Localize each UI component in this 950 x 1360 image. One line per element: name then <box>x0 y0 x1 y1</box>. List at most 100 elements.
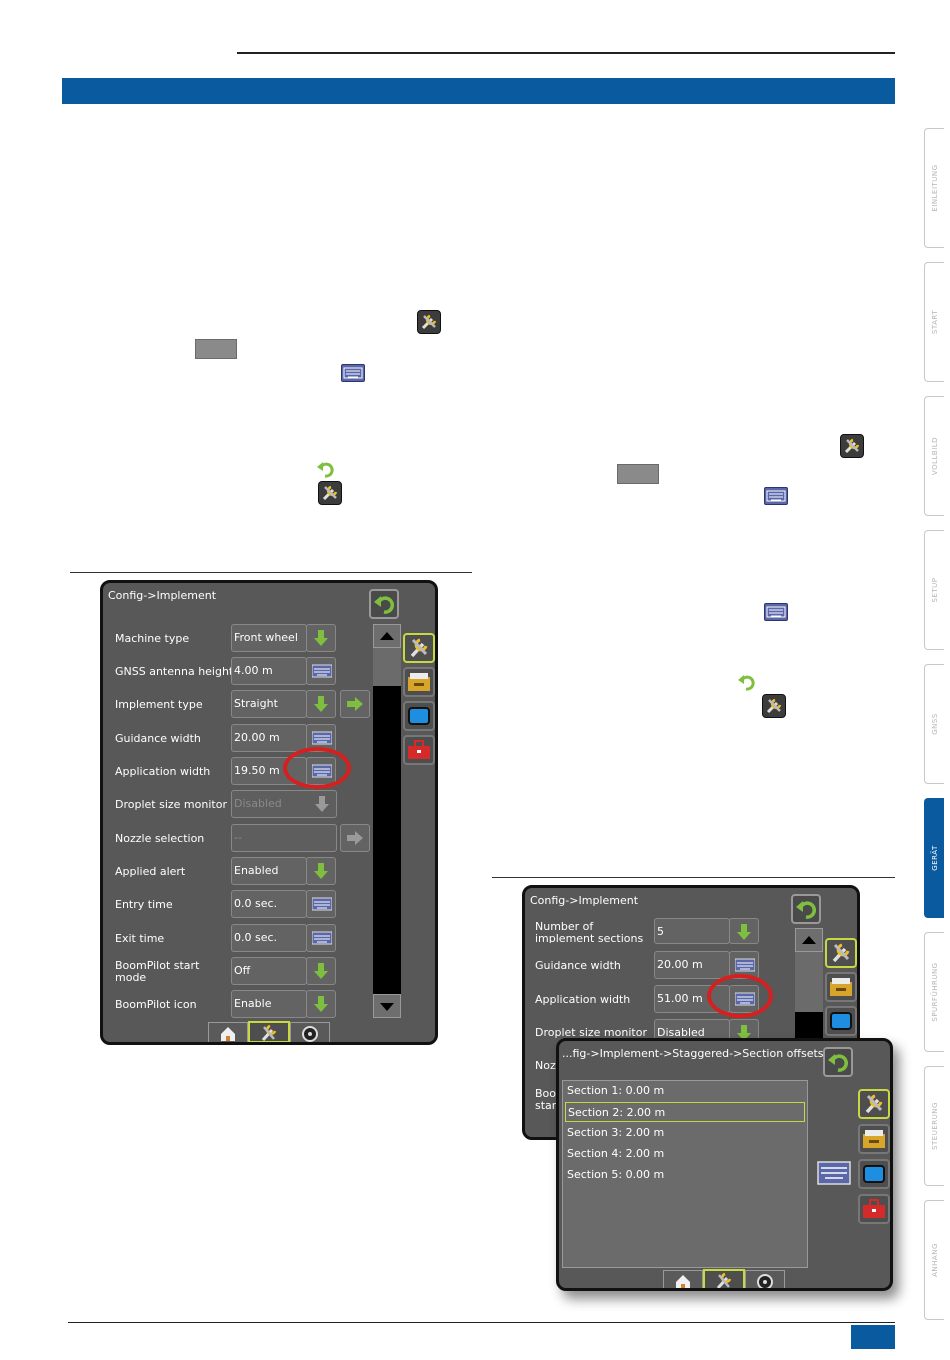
back-button[interactable] <box>823 1047 853 1077</box>
tools-icon <box>840 434 864 458</box>
row-label-gnss-antenna-height: GNSS antenna height <box>115 665 234 678</box>
tools-icon <box>410 638 428 658</box>
gnss-antenna-height-value[interactable]: 4.00 m <box>231 657 307 685</box>
arrow-down-icon <box>314 963 328 979</box>
highlight-circle <box>283 747 351 789</box>
display-tab[interactable] <box>403 701 435 731</box>
tools-tab[interactable] <box>825 938 857 968</box>
row-label-implement-type: Implement type <box>115 698 203 711</box>
implement-type-next-button[interactable] <box>340 690 370 718</box>
applied-alert-dropdown-button[interactable] <box>306 857 336 885</box>
home-tab[interactable] <box>208 1022 248 1042</box>
screen-title: ...fig->Implement->Staggered->Section of… <box>562 1047 824 1060</box>
number-of-sections-dropdown-button[interactable] <box>729 918 759 944</box>
side-tab-label: STEUERUNG <box>930 1102 939 1150</box>
list-item-selected[interactable]: Section 2: 2.00 m <box>565 1102 805 1122</box>
gauge-tab[interactable] <box>290 1022 330 1042</box>
tools-tab[interactable] <box>858 1089 890 1119</box>
tools-icon <box>762 694 786 718</box>
keyboard-icon <box>312 731 332 745</box>
side-tab-anhang[interactable]: ANHANG <box>924 1200 944 1320</box>
implement-type-dropdown-button[interactable] <box>306 690 336 718</box>
triangle-up-icon <box>802 936 816 944</box>
guidance-width-value[interactable]: 20.00 m <box>231 724 307 752</box>
undo-arrow-icon <box>737 672 757 692</box>
side-tab-setup[interactable]: SETUP <box>924 530 944 650</box>
back-button[interactable] <box>791 894 821 924</box>
side-tab-start[interactable]: START <box>924 262 944 382</box>
gauge-tab[interactable] <box>745 1270 785 1288</box>
tools-bottom-tab[interactable] <box>703 1269 745 1288</box>
side-tab-steuerung[interactable]: STEUERUNG <box>924 1066 944 1186</box>
scrollbar[interactable] <box>373 624 401 1018</box>
keyboard-icon <box>312 931 332 945</box>
scroll-up-button[interactable] <box>795 928 823 952</box>
entry-time-value[interactable]: 0.0 sec. <box>231 890 307 918</box>
side-tab-vollbild[interactable]: VOLLBILD <box>924 396 944 516</box>
list-item[interactable]: Section 4: 2.00 m <box>567 1147 665 1160</box>
side-tab-einleitung[interactable]: EINLEITUNG <box>924 128 944 248</box>
tools-icon <box>261 1024 277 1042</box>
applied-alert-value[interactable]: Enabled <box>231 857 307 885</box>
row-label-machine-type: Machine type <box>115 632 190 645</box>
keyboard-icon <box>735 958 755 972</box>
scroll-down-button[interactable] <box>373 994 401 1018</box>
folder-tab[interactable] <box>858 1124 890 1154</box>
guidance-width-value[interactable]: 20.00 m <box>654 951 730 979</box>
tools-icon <box>417 310 441 334</box>
row-label-partial: Boo <box>535 1087 557 1100</box>
highlight-circle <box>707 974 773 1018</box>
triangle-down-icon <box>380 1003 394 1011</box>
toolbox-tab[interactable] <box>403 735 435 765</box>
folder-icon <box>408 673 430 691</box>
implement-type-value[interactable]: Straight <box>231 690 307 718</box>
toolbox-tab[interactable] <box>858 1194 890 1224</box>
row-label-guidance-width: Guidance width <box>115 732 201 745</box>
display-tab[interactable] <box>825 1006 857 1036</box>
tools-bottom-tab[interactable] <box>248 1021 290 1042</box>
list-item[interactable]: Section 3: 2.00 m <box>567 1126 665 1139</box>
folder-tab[interactable] <box>403 667 435 697</box>
tools-icon <box>832 943 850 963</box>
implement-config-screen: Config->Implement Machine type Front whe… <box>100 580 438 1045</box>
exit-time-value[interactable]: 0.0 sec. <box>231 924 307 952</box>
tools-tab[interactable] <box>403 633 435 663</box>
row-label-number-of-implement-sections: Number of implement sections <box>535 921 644 943</box>
toolbox-icon <box>863 1199 885 1218</box>
entry-time-keyboard-button[interactable] <box>306 890 336 918</box>
scroll-thumb[interactable] <box>373 648 401 686</box>
side-tab-spurfuehrung[interactable]: SPURFÜHRUNG <box>924 932 944 1052</box>
header-rule <box>237 52 895 54</box>
scroll-up-button[interactable] <box>373 624 401 648</box>
arrow-down-icon <box>314 996 328 1012</box>
boompilot-start-mode-dropdown-button[interactable] <box>306 957 336 985</box>
keyboard-icon <box>341 364 365 382</box>
screen-title: Config->Implement <box>108 589 217 602</box>
machine-type-value[interactable]: Front wheel <box>231 624 307 652</box>
keyboard-button[interactable] <box>817 1160 851 1186</box>
boompilot-icon-dropdown-button[interactable] <box>306 990 336 1018</box>
row-label-nozzle-selection: Nozzle selection <box>115 832 205 845</box>
boompilot-icon-value[interactable]: Enable <box>231 990 307 1018</box>
side-tab-label: GNSS <box>930 713 939 735</box>
scroll-thumb[interactable] <box>795 952 823 1012</box>
gnss-antenna-height-keyboard-button[interactable] <box>306 657 336 685</box>
folder-tab[interactable] <box>825 972 857 1002</box>
display-tab[interactable] <box>858 1159 890 1189</box>
back-button[interactable] <box>369 589 399 619</box>
number-of-sections-value[interactable]: 5 <box>654 918 730 944</box>
row-label-applied-alert: Applied alert <box>115 865 186 878</box>
home-tab[interactable] <box>663 1270 703 1288</box>
gauge-icon <box>302 1026 318 1042</box>
machine-type-dropdown-button[interactable] <box>306 624 336 652</box>
section-offsets-list[interactable]: Section 1: 0.00 m Section 2: 2.00 m Sect… <box>562 1080 808 1268</box>
row-label-application-width: Application width <box>115 765 211 778</box>
side-tab-label: VOLLBILD <box>930 436 939 476</box>
exit-time-keyboard-button[interactable] <box>306 924 336 952</box>
list-item[interactable]: Section 5: 0.00 m <box>567 1168 665 1181</box>
side-tab-gnss[interactable]: GNSS <box>924 664 944 784</box>
side-tab-geraet[interactable]: GERÄT <box>924 798 944 918</box>
boompilot-start-mode-value[interactable]: Off <box>231 957 307 985</box>
list-item[interactable]: Section 1: 0.00 m <box>567 1084 665 1097</box>
footer-rule <box>68 1322 895 1323</box>
